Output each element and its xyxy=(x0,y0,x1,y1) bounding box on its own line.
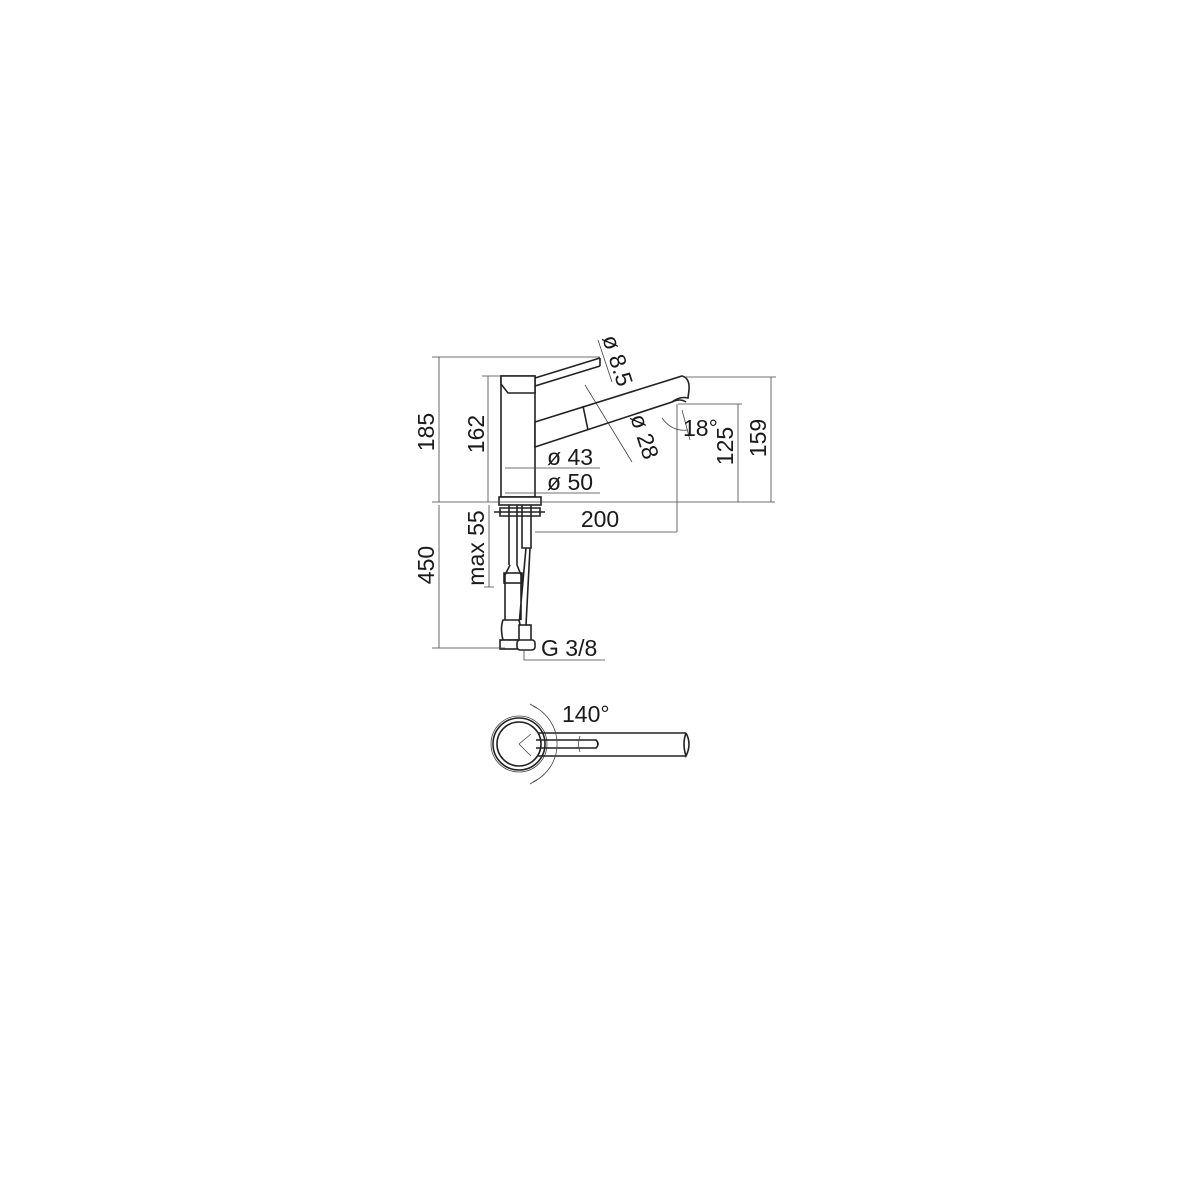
dim-ø28: ø 28 xyxy=(625,411,664,463)
hose-nut-2 xyxy=(516,639,536,651)
hose-connector-2 xyxy=(518,624,532,642)
dim-159: 159 xyxy=(745,419,771,457)
spout xyxy=(534,375,690,449)
dim-450: 450 xyxy=(413,546,439,584)
dim-140deg: 140° xyxy=(562,701,610,727)
lever xyxy=(534,357,601,387)
dim-125: 125 xyxy=(712,427,738,465)
dim-g38: G 3/8 xyxy=(541,635,597,661)
supply-hoses xyxy=(504,505,532,626)
hose-fitting xyxy=(503,572,523,584)
dim-200: 200 xyxy=(581,506,619,532)
faucet-top-view xyxy=(490,703,690,785)
dim-ø50: ø 50 xyxy=(547,469,593,495)
dim-18deg: 18° xyxy=(683,415,718,441)
dim-162: 162 xyxy=(463,415,489,453)
base-plate xyxy=(498,496,542,506)
handle xyxy=(500,375,536,394)
deck-nut xyxy=(494,507,545,517)
dimension-lines xyxy=(432,339,776,661)
dim-ø8.5: ø 8.5 xyxy=(597,332,638,390)
rotation-arc xyxy=(532,705,558,783)
dim-ø43: ø 43 xyxy=(547,444,593,470)
dim-max55: max 55 xyxy=(463,510,489,585)
dim-185: 185 xyxy=(413,413,439,451)
faucet-side-view xyxy=(494,357,690,651)
spout-outlet xyxy=(671,399,687,403)
spout-joint xyxy=(582,405,589,431)
faucet-body xyxy=(500,375,536,498)
hose-connector xyxy=(500,619,522,641)
